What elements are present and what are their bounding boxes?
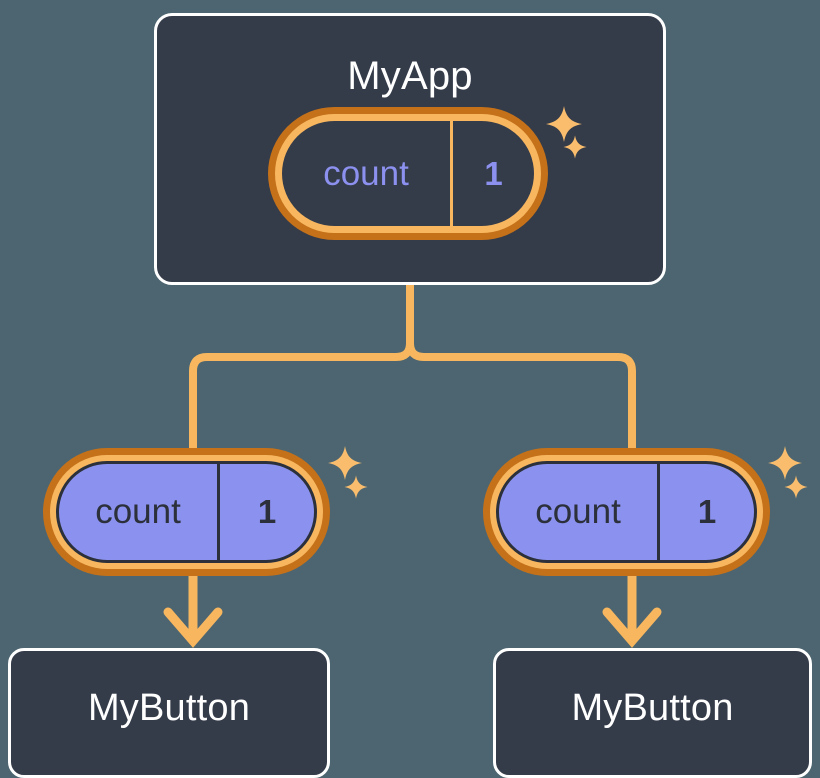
state-key-label: count	[282, 121, 453, 226]
state-pill-root[interactable]: count 1	[268, 107, 548, 240]
component-card-mybutton-left[interactable]: MyButton	[8, 648, 330, 778]
arrow-head-right	[602, 607, 662, 648]
state-key-label: count	[59, 464, 220, 560]
state-pill-child-right[interactable]: count 1	[483, 448, 770, 576]
sparkle-icon	[766, 444, 804, 482]
page-title: MyApp	[347, 54, 473, 98]
state-value-label: 1	[697, 493, 717, 530]
sparkle-icon	[326, 444, 364, 482]
pill-body: count 1	[282, 121, 534, 226]
connector-root-to-left-pill	[189, 281, 414, 452]
state-value-label: 1	[484, 154, 503, 192]
component-title: MyButton	[87, 687, 251, 729]
state-pill-child-left[interactable]: count 1	[43, 448, 330, 576]
connector-root-to-right-pill	[406, 281, 636, 452]
state-key-label: count	[499, 464, 660, 560]
component-card-mybutton-right[interactable]: MyButton	[493, 648, 812, 778]
state-value-label: 1	[257, 493, 277, 530]
arrow-head-left	[163, 607, 223, 648]
pill-body: count 1	[56, 461, 317, 563]
component-title: MyButton	[571, 687, 734, 729]
pill-body: count 1	[496, 461, 757, 563]
sparkle-icon-small	[343, 474, 369, 500]
sparkle-icon-small	[783, 474, 809, 500]
